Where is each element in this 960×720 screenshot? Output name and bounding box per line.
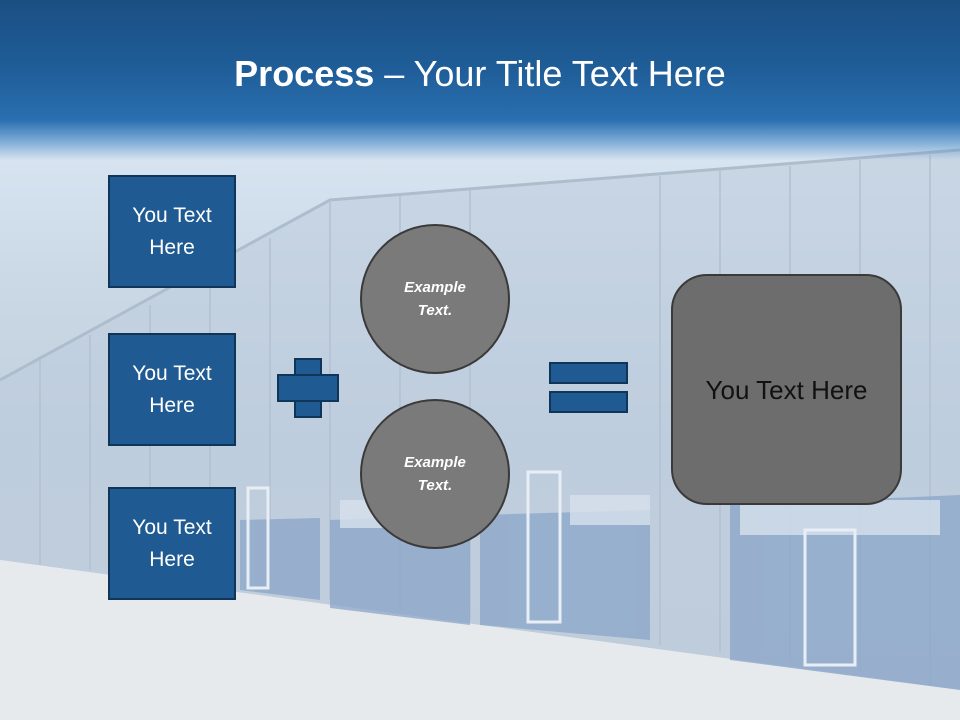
- result-box: You Text Here: [671, 274, 902, 505]
- slide-title: Process – Your Title Text Here: [0, 50, 960, 98]
- left-box-2: You Text Here: [108, 333, 236, 446]
- title-bold: Process: [234, 53, 375, 94]
- example-circle-2: Example Text.: [360, 399, 510, 549]
- title-rest: – Your Title Text Here: [374, 53, 726, 94]
- left-box-1: You Text Here: [108, 175, 236, 288]
- left-box-3: You Text Here: [108, 487, 236, 600]
- example-circle-1: Example Text.: [360, 224, 510, 374]
- header-band: [0, 0, 960, 160]
